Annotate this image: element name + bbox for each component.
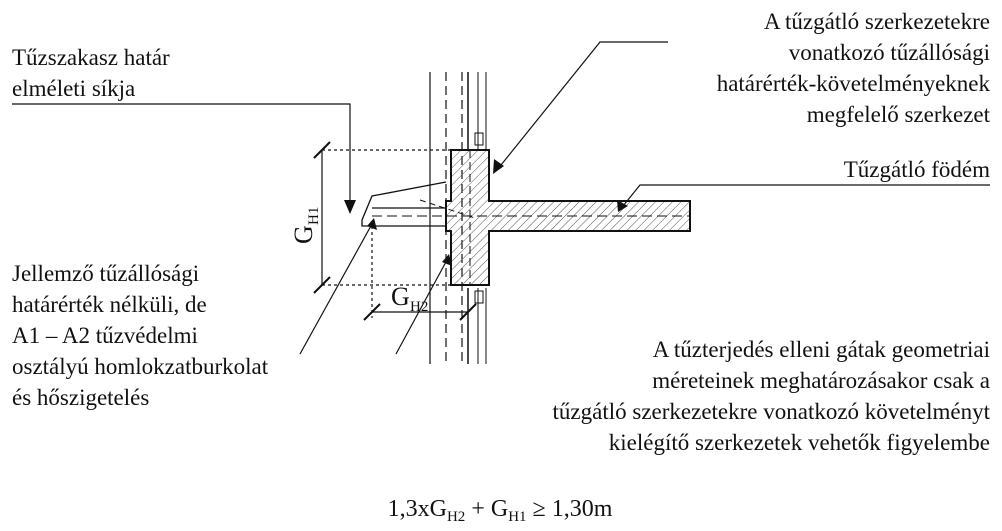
fire-barrier-element: [445, 149, 691, 286]
gh1-dimension-label: G H1: [289, 207, 322, 244]
gh2-dimension: [363, 226, 477, 321]
barrier-note: A tűzterjedés elleni gátak geometriai mé…: [552, 337, 990, 455]
slab-label: Tűzgátló födém: [843, 157, 990, 182]
fire-structure-label: A tűzgátló szerkezetekre vonatkozó tűzál…: [716, 9, 990, 127]
leader-lines: [12, 41, 990, 355]
svg-text:H1: H1: [306, 207, 322, 225]
center-lines: [372, 150, 690, 285]
gh1-dimension: [313, 141, 451, 294]
svg-text:G: G: [289, 225, 318, 244]
gh2-dimension-label: G: [391, 282, 410, 311]
gh2-dimension-sub: H2: [410, 299, 428, 315]
cladding-profile: [361, 181, 447, 227]
boundary-plane-label: Tűzszakasz határ elméleti síkja: [12, 45, 170, 101]
formula: 1,3xGH2 + GH1 ≥ 1,30m: [387, 496, 613, 525]
cladding-label: Jellemző tűzállósági határérték nélküli,…: [12, 261, 269, 410]
